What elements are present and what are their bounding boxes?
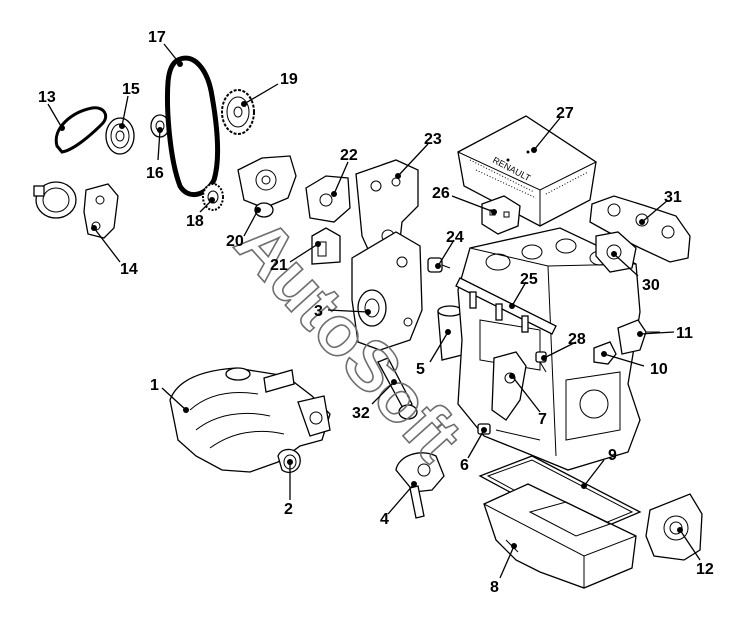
- callout-2: 2: [284, 501, 293, 518]
- leader-lines: [47, 43, 701, 579]
- camshaft-sprocket: [221, 89, 255, 135]
- ecu-connector: [481, 195, 521, 235]
- intake-manifold: [169, 367, 331, 473]
- callout-23: 23: [424, 131, 442, 148]
- water-pump: [237, 155, 297, 218]
- callout-8: 8: [490, 579, 499, 596]
- rear-seal-housing: [645, 493, 703, 561]
- callout-10: 10: [650, 361, 668, 378]
- engine-mount-bracket: [305, 175, 351, 223]
- callout-1: 1: [150, 377, 159, 394]
- callout-7: 7: [538, 411, 547, 428]
- fuel-rail: [455, 277, 557, 335]
- callout-22: 22: [340, 147, 358, 164]
- callout-12: 12: [696, 561, 714, 578]
- auxiliary-belt: [54, 106, 108, 154]
- callout-27: 27: [556, 105, 574, 122]
- oil-pan: [483, 483, 637, 589]
- callout-16: 16: [146, 165, 164, 182]
- timing-belt: [165, 55, 221, 197]
- callout-9: 9: [608, 447, 617, 464]
- crank-pulley: [105, 117, 135, 155]
- callout-20: 20: [226, 233, 244, 250]
- callout-15: 15: [122, 81, 140, 98]
- callout-19: 19: [280, 71, 298, 88]
- callout-11: 11: [676, 325, 693, 342]
- callout-31: 31: [664, 189, 682, 206]
- alternator-bracket: [83, 183, 119, 239]
- callout-5: 5: [416, 361, 425, 378]
- front-cover: [351, 231, 423, 351]
- callout-13: 13: [38, 89, 56, 106]
- callout-17: 17: [148, 29, 166, 46]
- callout-21: 21: [270, 257, 288, 274]
- callout-3: 3: [314, 303, 323, 320]
- engine-control-unit: RENAULT: [457, 115, 597, 227]
- leader-dots: [59, 61, 683, 549]
- callout-26: 26: [432, 185, 450, 202]
- callout-28: 28: [568, 331, 586, 348]
- callout-18: 18: [186, 213, 204, 230]
- callout-24: 24: [446, 229, 464, 246]
- callout-6: 6: [460, 457, 469, 474]
- thermostat-housing: [617, 319, 660, 355]
- callout-4: 4: [380, 511, 389, 528]
- callout-25: 25: [520, 271, 538, 288]
- alternator: [33, 181, 77, 219]
- callout-14: 14: [120, 261, 138, 278]
- callout-32: 32: [352, 405, 370, 422]
- small-bracket: [311, 227, 341, 265]
- callout-labels: 13 15 16 17 19 18 20 14 22 23 21 3 24 25…: [38, 29, 714, 596]
- crank-sensor-bracket: [491, 351, 527, 421]
- callout-30: 30: [642, 277, 660, 294]
- exhaust-manifold: [589, 195, 691, 263]
- coolant-housing: [395, 452, 445, 519]
- oil-filter: [437, 305, 467, 361]
